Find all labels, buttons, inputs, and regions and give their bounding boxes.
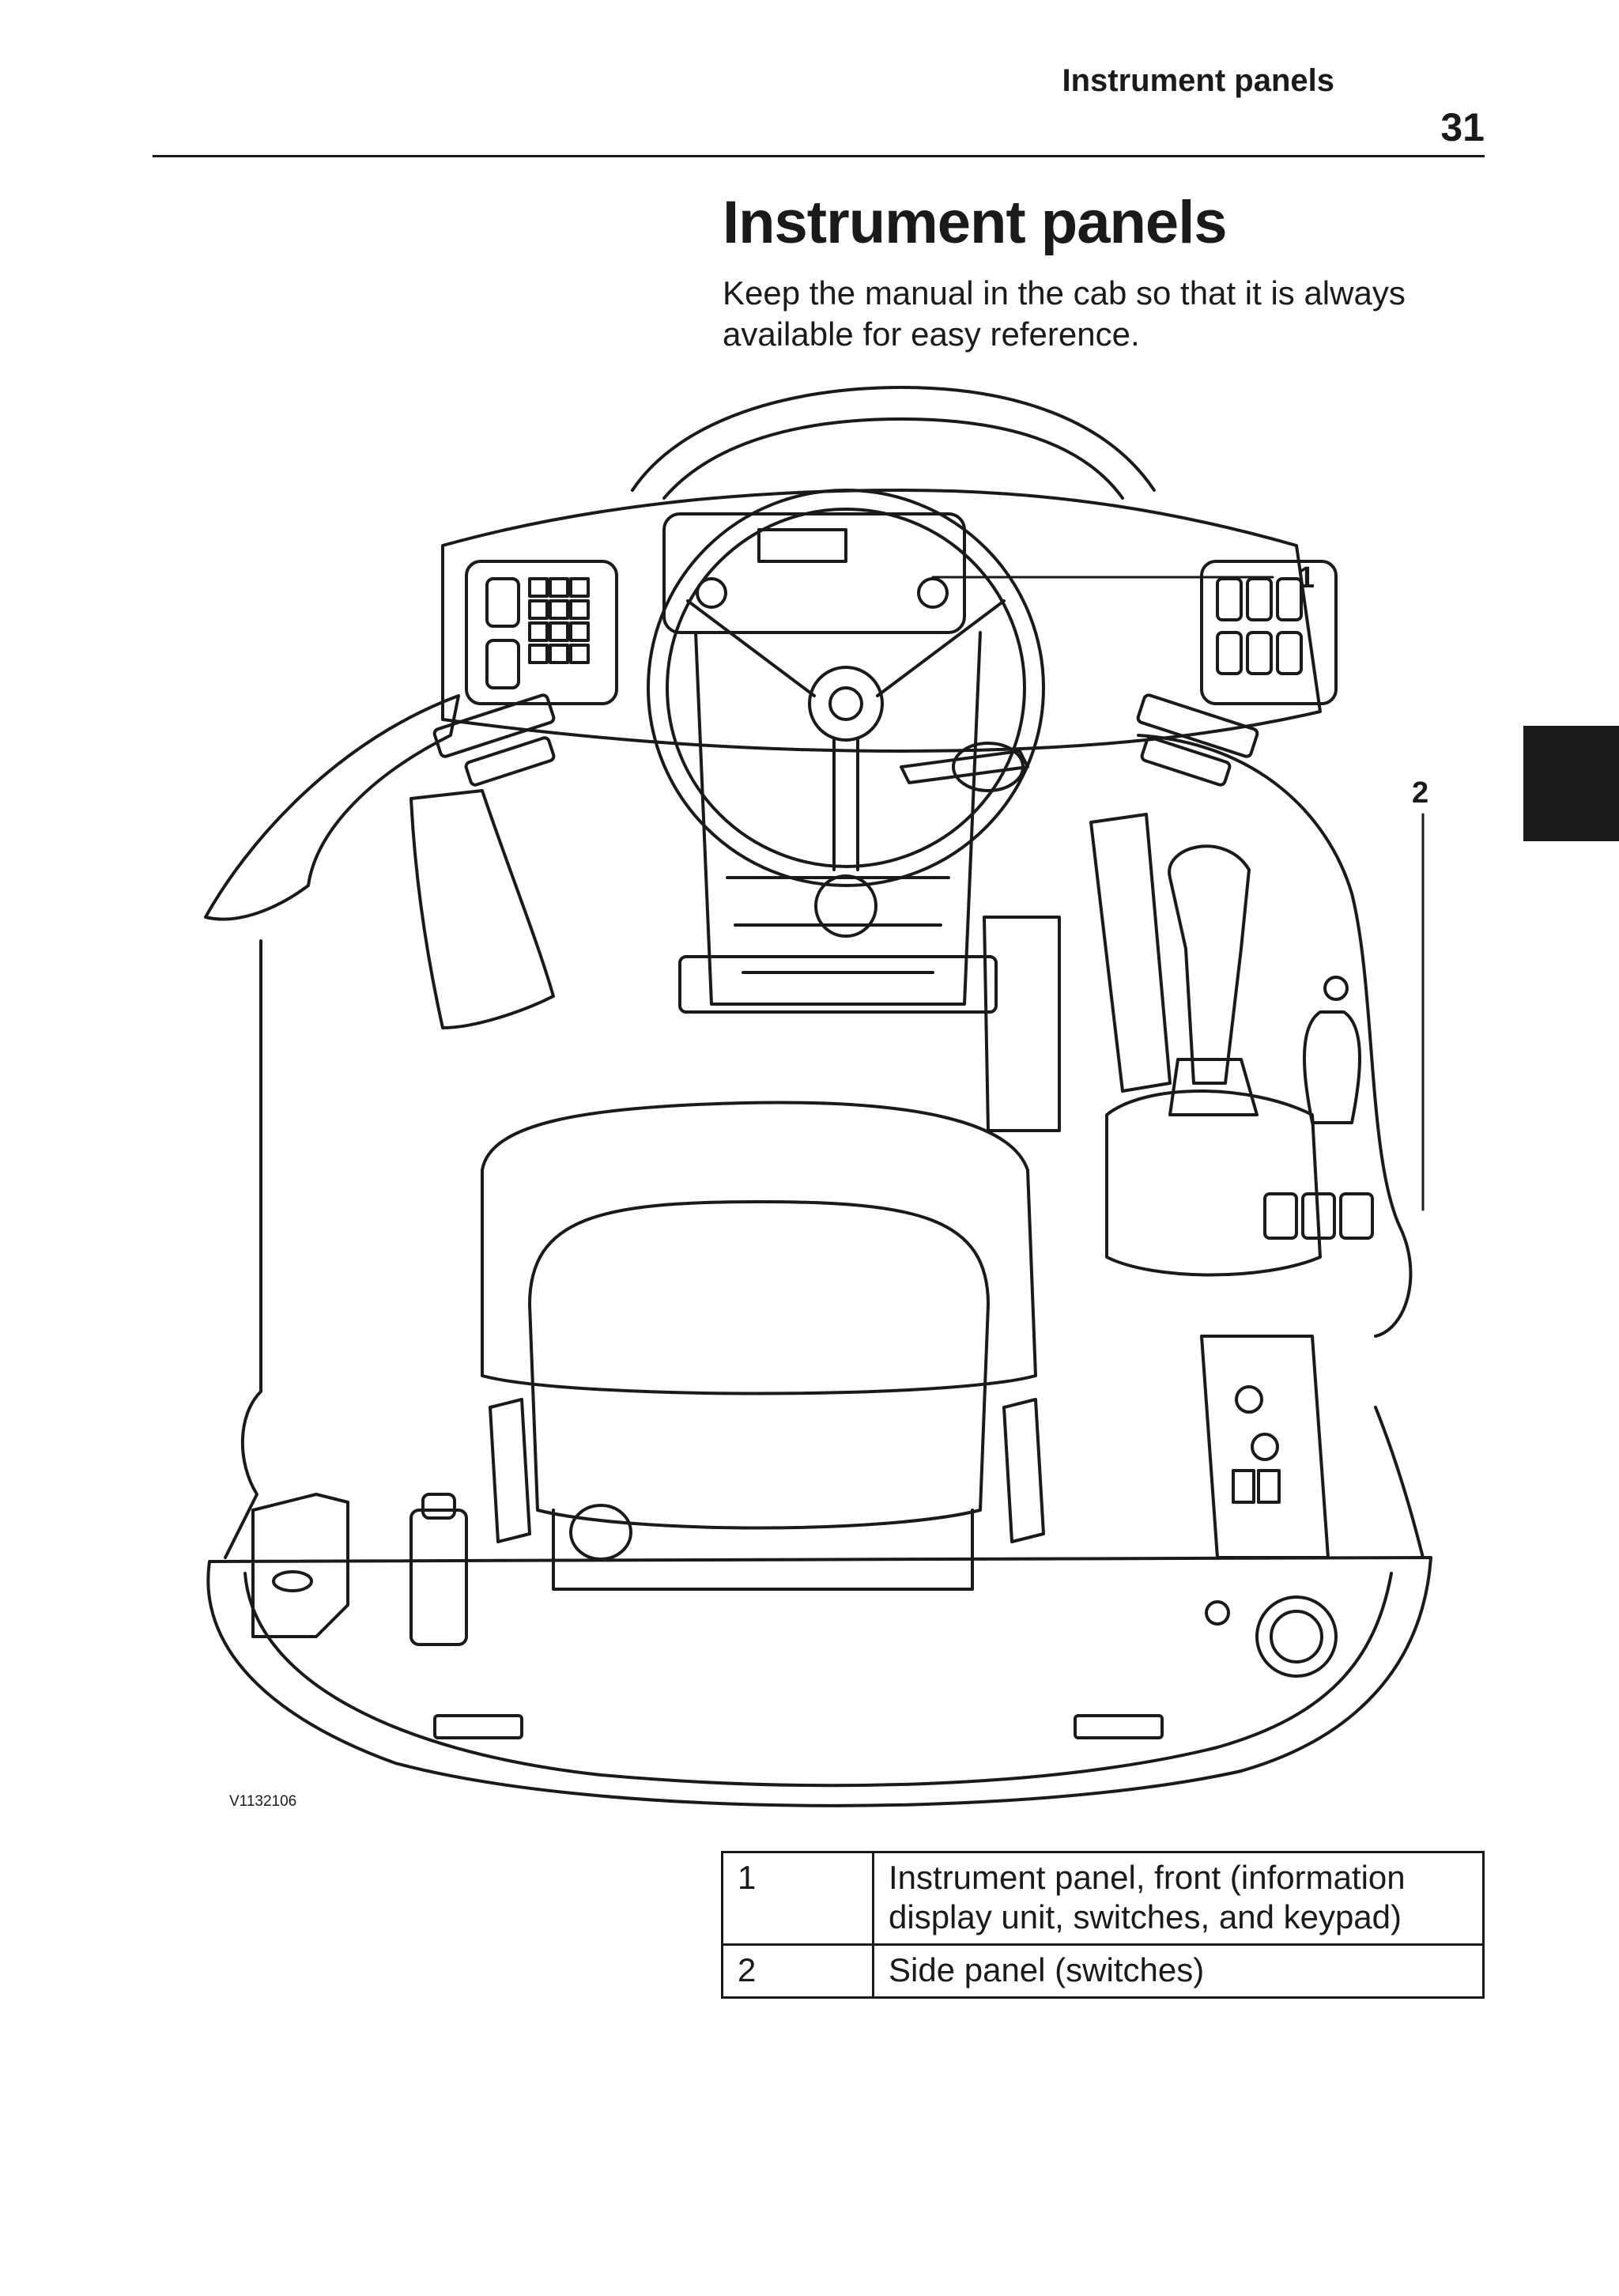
steering-wheel-rim: [647, 489, 1045, 887]
cab-left-wall: [224, 939, 262, 1559]
control-joystick: [1168, 844, 1251, 1085]
dashboard-housing: [441, 489, 1322, 753]
legend-number: 1: [721, 1851, 874, 1946]
table-row: 2 Side panel (switches): [721, 1943, 1485, 1999]
dashboard-top-hood: [631, 386, 1156, 492]
floor-inner-edge: [243, 1572, 1393, 1788]
page-number: 31: [1440, 105, 1485, 149]
left-fender: [204, 694, 460, 921]
information-display-unit: [662, 512, 966, 634]
seat-right-armrest: [1002, 1398, 1045, 1543]
right-rear-panel: [1137, 734, 1413, 1338]
side-switch-panel: [1200, 1335, 1330, 1559]
callout-2: 2: [1412, 776, 1428, 810]
intro-paragraph: Keep the manual in the cab so that it is…: [723, 274, 1406, 353]
callout-1: 1: [1298, 561, 1315, 595]
cab-floor-outline: [206, 1556, 1432, 1807]
left-pedal: [409, 789, 555, 1029]
steering-spokes: [686, 599, 1006, 871]
figure-id: V1132106: [229, 1793, 297, 1810]
right-air-vent: [1136, 693, 1259, 758]
display-screen: [757, 528, 847, 563]
steering-column: [694, 631, 982, 1006]
steering-wheel-hub: [808, 666, 884, 742]
cup-holder: [1255, 1595, 1338, 1678]
legend-number: 2: [721, 1943, 874, 1999]
right-pedal: [1089, 813, 1172, 1093]
header-rule: [153, 155, 1485, 157]
cab-interior-illustration: 1 2: [190, 372, 1502, 1826]
floor-grille-right: [1074, 1714, 1164, 1739]
floor-grille-left: [433, 1714, 523, 1739]
legend-table: 1 Instrument panel, front (information d…: [721, 1851, 1485, 1999]
legend-description: Instrument panel, front (information dis…: [872, 1851, 1485, 1946]
steering-knob: [814, 874, 877, 938]
left-air-vent: [432, 693, 556, 758]
side-panel-switches: [1263, 1192, 1374, 1240]
dashboard-hood-inner: [662, 417, 1124, 500]
operator-seat-cushion: [528, 1200, 990, 1530]
operator-seat-back: [481, 1101, 1037, 1395]
left-document-holder: [409, 1509, 468, 1646]
legend-description: Side panel (switches): [872, 1943, 1485, 1999]
gear-lever: [1303, 1010, 1361, 1124]
keypad: [528, 577, 590, 664]
section-thumb-tab: [1523, 726, 1619, 841]
page-title: Instrument panels: [723, 189, 1228, 256]
left-storage-tray: [251, 1493, 349, 1638]
seat-left-armrest: [489, 1398, 531, 1543]
right-control-console: [1105, 1089, 1322, 1277]
left-switch-pod: [465, 560, 618, 705]
table-row: 1 Instrument panel, front (information d…: [721, 1851, 1485, 1946]
running-header-title: Instrument panels: [1062, 63, 1334, 98]
right-switch-pod: [1200, 560, 1338, 705]
cab-right-wall: [1374, 1406, 1425, 1559]
